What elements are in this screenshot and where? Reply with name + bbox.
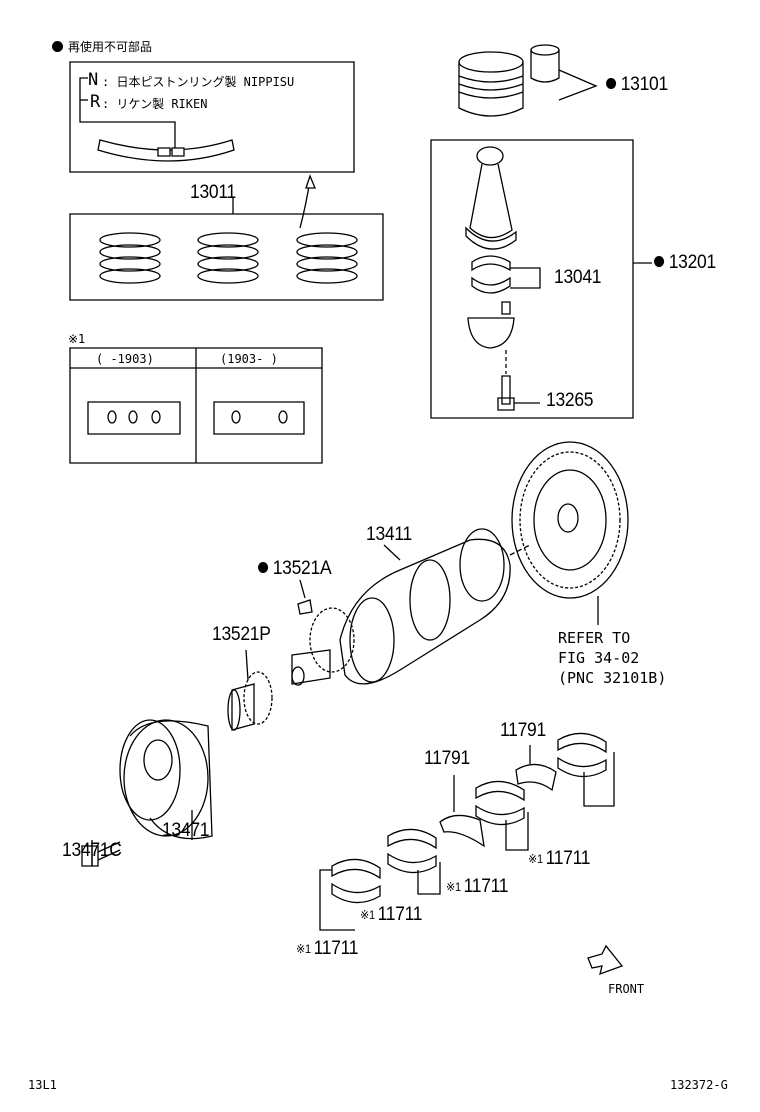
ring-set-icon [100,233,160,283]
footer-figure-id: 132372-G [670,1078,728,1092]
part-number-conrod-bolt[interactable]: 13265 [546,390,594,411]
main-bearing-icon [558,733,614,806]
part-number-main-bearing-3-text: 11711 [463,876,509,897]
part-number-key-text: 13521A [272,558,332,579]
note-mark: ※1 [360,907,375,922]
front-arrow-icon [588,946,622,974]
part-number-conrod-assy[interactable]: 13201 [654,252,716,274]
bullet-dot-icon [52,41,63,52]
timing-gear-icon [228,672,272,730]
legend-pointer-arrow [300,176,315,228]
bearing-shell-icon [472,256,510,293]
non-reusable-dot-icon [258,562,269,574]
refer-line-2: FIG 34-02 [558,649,640,667]
part-number-conrod-assy-text: 13201 [668,252,717,273]
variant-table [70,348,322,463]
legend-bullet-note: 再使用不可部品 [52,38,152,55]
part-number-piston-pin-text: 13101 [620,74,669,95]
thrust-washer-icon [440,775,484,846]
key-icon [298,600,312,614]
note-mark: ※1 [528,851,543,866]
crankshaft-icon [292,529,530,685]
maker-n-text: : 日本ピストンリング製 NIPPISU [102,75,295,89]
refer-line-3: (PNC 32101B) [558,669,667,687]
ring-set-icon [297,233,357,283]
refer-line-1: REFER TO [558,629,631,647]
part-number-key[interactable]: 13521A [258,558,332,580]
piston-icon [459,45,596,116]
variant-col-before: ( -1903) [96,352,154,366]
part-number-thrust-washer-2[interactable]: 11791 [500,720,546,741]
maker-legend-box [70,62,354,172]
part-number-rings[interactable]: 13011 [190,182,236,203]
connecting-rod-icon [466,147,516,249]
part-number-conrod-bearing[interactable]: 13041 [554,267,602,288]
note-mark: ※1 [296,941,311,956]
ring-set-icon [198,233,258,283]
leader-lines [92,545,400,866]
piston-rings-box [70,198,383,300]
conrod-assembly-box [431,140,652,418]
maker-n-letter: N [88,70,99,90]
non-reusable-dot-icon [606,78,617,90]
maker-r-letter: R [90,92,101,112]
main-bearing-icon [476,781,528,850]
variant-note-mark: ※1 [68,332,86,346]
front-label: FRONT [608,982,645,996]
non-reusable-dot-icon [654,256,665,268]
main-bearing-icon [320,859,380,930]
part-number-crankshaft[interactable]: 13411 [366,524,412,545]
footer-left-code: 13L1 [28,1078,57,1092]
part-number-pulley[interactable]: 13471 [162,820,210,841]
variant-col-after: (1903- ) [220,352,278,366]
part-number-pulley-bolt[interactable]: 13471C [62,840,122,861]
main-bearing-icon [388,829,440,894]
note-mark: ※1 [446,879,461,894]
part-number-main-bearing-2-text: 11711 [377,904,423,925]
legend-bullet-text: 再使用不可部品 [68,40,153,54]
conrod-cap-icon [468,302,514,348]
maker-r-text: : リケン製 RIKEN [102,97,208,111]
part-number-thrust-washer-1[interactable]: 11791 [424,748,470,769]
part-number-main-bearing-4-text: 11711 [545,848,591,869]
thrust-washer-icon [516,745,556,790]
part-number-timing-gear[interactable]: 13521P [212,624,271,645]
part-number-main-bearing-1-text: 11711 [313,938,359,959]
crank-pulley-icon [120,720,212,840]
part-number-piston-pin[interactable]: 13101 [606,74,668,96]
refer-note[interactable]: REFER TO FIG 34-02 (PNC 32101B) [558,628,666,688]
flywheel-icon [512,442,628,625]
conrod-bolt-icon [498,350,540,410]
